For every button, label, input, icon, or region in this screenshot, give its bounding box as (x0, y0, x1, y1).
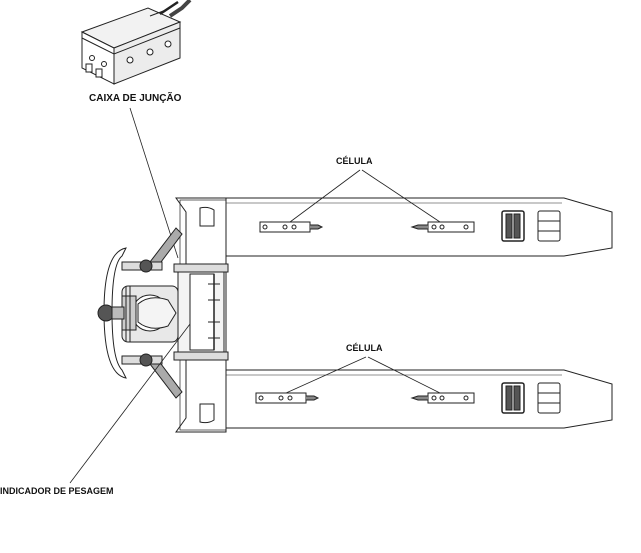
indicator-leader (69, 323, 191, 484)
junction-box-label: CAIXA DE JUNÇÃO (89, 91, 182, 104)
chassis (149, 197, 229, 433)
cell-leader-bottom-left (285, 356, 367, 394)
handle-assembly (97, 247, 179, 379)
junction-box-drawing (80, 0, 192, 85)
cell-leader-top-left (289, 169, 361, 223)
cell-leader-top-right (361, 169, 441, 223)
bottom-fork (225, 369, 613, 429)
top-fork (225, 197, 613, 257)
cell-leader-bottom-right (367, 356, 441, 394)
junction-box-leader (129, 107, 179, 259)
cell-label-bottom: CÉLULA (346, 343, 383, 353)
cell-label-top: CÉLULA (336, 156, 373, 166)
weighing-indicator-label: INDICADOR DE PESAGEM (0, 486, 114, 496)
